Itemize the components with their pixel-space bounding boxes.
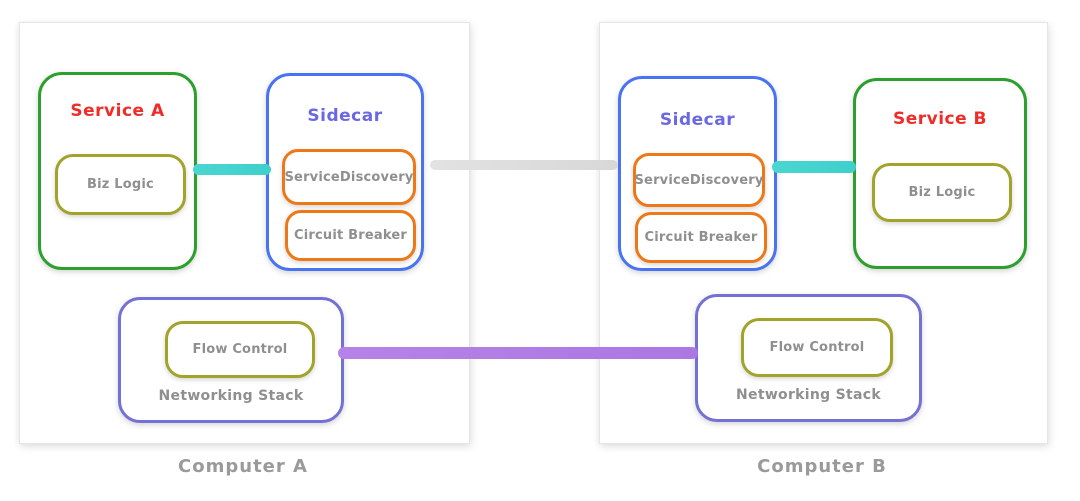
computer-b-box: Sidecar ServiceDiscovery Circuit Breaker… (599, 22, 1048, 444)
biz-logic-b-box: Biz Logic (872, 163, 1012, 222)
biz-logic-b-label: Biz Logic (908, 185, 976, 200)
circuit-breaker-a-box: Circuit Breaker (285, 210, 416, 261)
circuit-breaker-a-label: Circuit Breaker (294, 228, 407, 243)
sidecar-a-title: Sidecar (307, 106, 383, 126)
flow-control-b-label: Flow Control (769, 340, 865, 355)
service-discovery-a-label: ServiceDiscovery (284, 169, 414, 185)
flow-control-a-box: Flow Control (165, 321, 315, 378)
service-b-title: Service B (892, 109, 988, 129)
connector-sidecar-b-to-service-b (772, 161, 856, 173)
service-discovery-b-box: ServiceDiscovery (633, 153, 765, 207)
networking-stack-a-label: Networking Stack (158, 388, 304, 404)
sidecar-b-box: Sidecar ServiceDiscovery Circuit Breaker (618, 76, 777, 271)
flow-control-a-label: Flow Control (192, 342, 288, 357)
connector-sidecar-a-to-sidecar-b (430, 160, 618, 170)
biz-logic-a-label: Biz Logic (87, 177, 154, 192)
networking-stack-b-label: Networking Stack (736, 387, 881, 403)
flow-control-b-box: Flow Control (741, 318, 893, 377)
biz-logic-a-box: Biz Logic (55, 154, 186, 215)
service-discovery-b-label: ServiceDiscovery (634, 172, 764, 188)
circuit-breaker-b-box: Circuit Breaker (635, 212, 767, 263)
service-b-box: Service B Biz Logic (853, 78, 1027, 269)
sidecar-a-box: Sidecar ServiceDiscovery Circuit Breaker (266, 73, 424, 271)
connector-network-a-to-network-b (338, 347, 698, 359)
networking-stack-b-box: Flow Control Networking Stack (695, 294, 922, 422)
computer-a-label: Computer A (178, 456, 308, 477)
service-a-title: Service A (70, 101, 165, 121)
service-discovery-a-box: ServiceDiscovery (282, 149, 416, 205)
connector-service-a-to-sidecar-a (193, 164, 271, 175)
circuit-breaker-b-label: Circuit Breaker (644, 230, 758, 245)
networking-stack-a-box: Flow Control Networking Stack (118, 297, 344, 423)
sidecar-b-title: Sidecar (659, 110, 736, 130)
computer-a-box: Service A Biz Logic Sidecar ServiceDisco… (19, 22, 470, 444)
service-a-box: Service A Biz Logic (38, 72, 197, 270)
computer-b-label: Computer B (757, 456, 887, 477)
